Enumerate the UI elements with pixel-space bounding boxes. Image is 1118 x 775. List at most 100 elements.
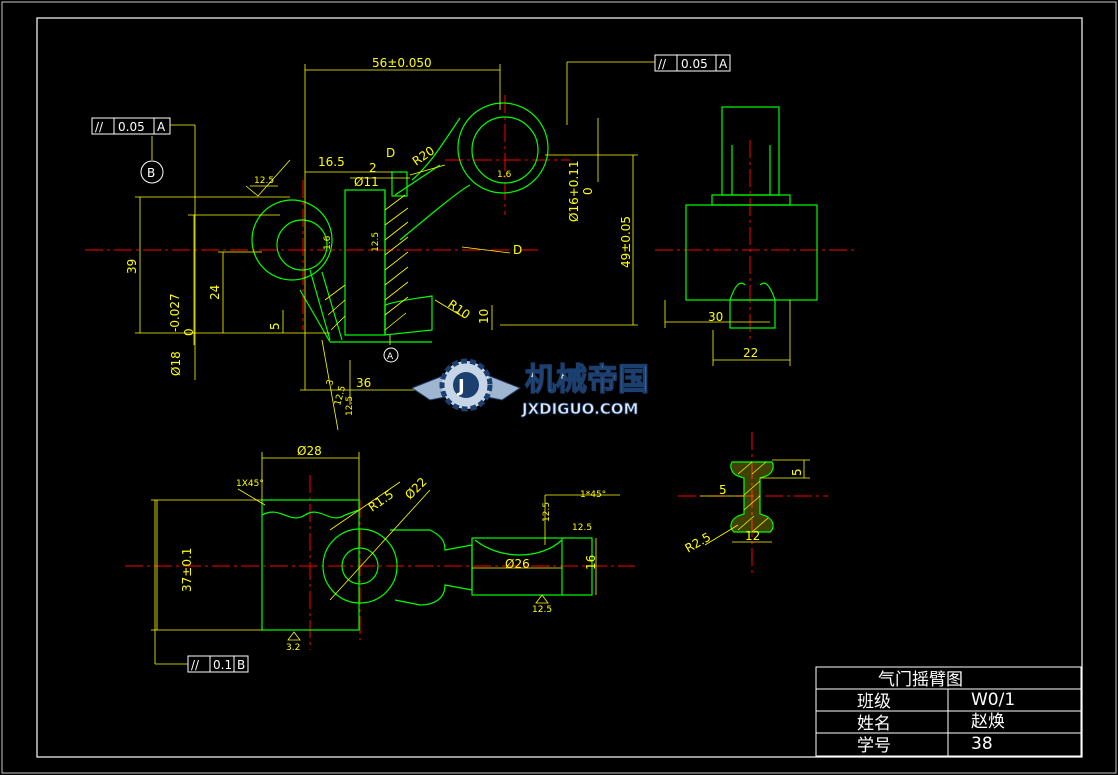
roughness-label: 12.5 [542,502,552,522]
title-block-label-name: 姓名 [857,714,891,734]
hatch-line [384,221,409,241]
top-right-boss [471,537,593,596]
leader-line [409,164,446,176]
hatch-line [384,207,409,226]
tolerance-symbol: // [191,658,200,672]
top-arm [390,529,473,606]
title-block[interactable]: 气门摇臂图 班级 W0/1 姓名 赵焕 学号 38 [815,666,1082,757]
tolerance-datum: B [237,658,245,672]
hatch-line [330,315,346,331]
gear-inner [453,372,479,398]
bottom-foot [384,295,433,336]
top-right-counterbore [474,539,563,556]
dim-bore-right: Ø16+0.11 [567,161,581,223]
top-boss-inner [341,547,379,585]
roughness-mark [535,594,549,604]
dim-width-30: 30 [708,310,723,324]
roughness-mark [287,631,301,641]
dim-offset: 16.5 [318,155,345,169]
roughness-label: 12.5 [345,396,355,416]
dim-5-left: 5 [719,483,727,497]
top-boss-outer [322,528,398,604]
section-view[interactable]: 5 5 R2.5 12 [678,432,828,575]
datum-a-circle [383,347,399,363]
top-rib [391,171,408,197]
roughness-label: 1.6 [323,235,333,250]
chamfer-right-label: 1*45° [580,490,606,500]
tolerance-frame-top-left [91,117,171,135]
title-block-label-id: 学号 [857,736,891,756]
drawing-frame [36,17,1083,758]
hatch-line [751,517,769,533]
leader-line [461,246,511,254]
dim-height-16: 16 [584,555,598,570]
tolerance-value: 0.05 [681,57,708,71]
left-boss-outline [251,199,333,281]
center-web [344,189,386,336]
hatch-line [384,236,409,256]
hatch-line [737,515,755,531]
hatch-line [743,495,761,511]
roughness-label: 3 [325,379,336,387]
i-beam-section [730,461,774,533]
front-view[interactable]: 56±0.050 16.5 2 Ø11 R20 D D 39 24 5 Ø18 … [85,54,731,431]
dim-bore-left: Ø18 [169,351,183,376]
roughness-label: 12.5 [572,523,592,533]
dim-radius-2-5: R2.5 [683,530,714,556]
tolerance-value: 0.05 [118,120,145,134]
section-label-top: D [386,146,395,160]
watermark-chinese: 机械帝国 [525,362,649,398]
dim-bore-small: Ø11 [354,175,379,189]
tapered-stem [299,269,343,343]
dim-height-small: 5 [268,322,282,330]
title-block-label-class: 班级 [857,692,891,712]
right-boss-outline [457,102,549,194]
roughness-label: 1.6 [497,170,512,180]
datum-a-label: A [387,352,394,362]
dim-top-length: 56±0.050 [372,56,432,70]
hatch-line [384,194,406,211]
hatch-line [327,299,346,316]
title-block-value-name: 赵焕 [971,712,1005,732]
roughness-label: 12.5 [532,605,552,615]
datum-b-circle [140,160,164,184]
tolerance-datum: A [157,120,166,134]
watermark-logo: J 机械帝国 JXDIGUO.COM [410,358,650,418]
top-left-block [261,499,360,631]
dim-gap: 2 [369,161,377,175]
right-bore [471,116,539,184]
leader-line [237,488,266,506]
leader-line [434,299,466,319]
section-label-right: D [513,243,522,257]
dim-radius-bottom: R10 [445,297,472,322]
upper-arm [411,117,461,181]
roughness-label: 12.5 [254,176,274,186]
tolerance-frame-top-right [654,54,731,72]
side-bottom-notch [729,282,776,301]
dim-bore-left-tol-upper: -0.027 [168,293,182,332]
roughness-label: 12.5 [371,232,381,252]
tolerance-datum: A [719,57,728,71]
tolerance-symbol: // [95,120,104,134]
side-top-step [711,194,791,206]
hatch-line [324,284,346,301]
dim-bore-right-tol-lower: 0 [581,187,595,195]
dim-height-mid: 24 [208,285,222,300]
side-main-body [685,204,818,301]
tolerance-symbol: // [658,57,667,71]
side-view[interactable]: 30 22 [655,106,855,366]
tolerance-frame-bottom [187,655,249,673]
gear-letter: J [456,376,465,397]
top-view[interactable]: Ø28 1X45° R1.5 Ø22 1*45° 37±0.1 Ø26 16 1… [125,444,635,673]
dim-length-36: 36 [356,376,371,390]
title-block-value-class: W0/1 [971,690,1015,710]
hatch-line [384,266,409,286]
dim-height-right: 49±0.05 [619,216,633,268]
hatch-line [384,251,409,271]
leader-line [321,339,339,431]
dim-diameter-26: Ø26 [505,557,530,571]
hatch-line [743,480,761,496]
dim-bore-left-tol-lower: 0 [182,328,196,336]
